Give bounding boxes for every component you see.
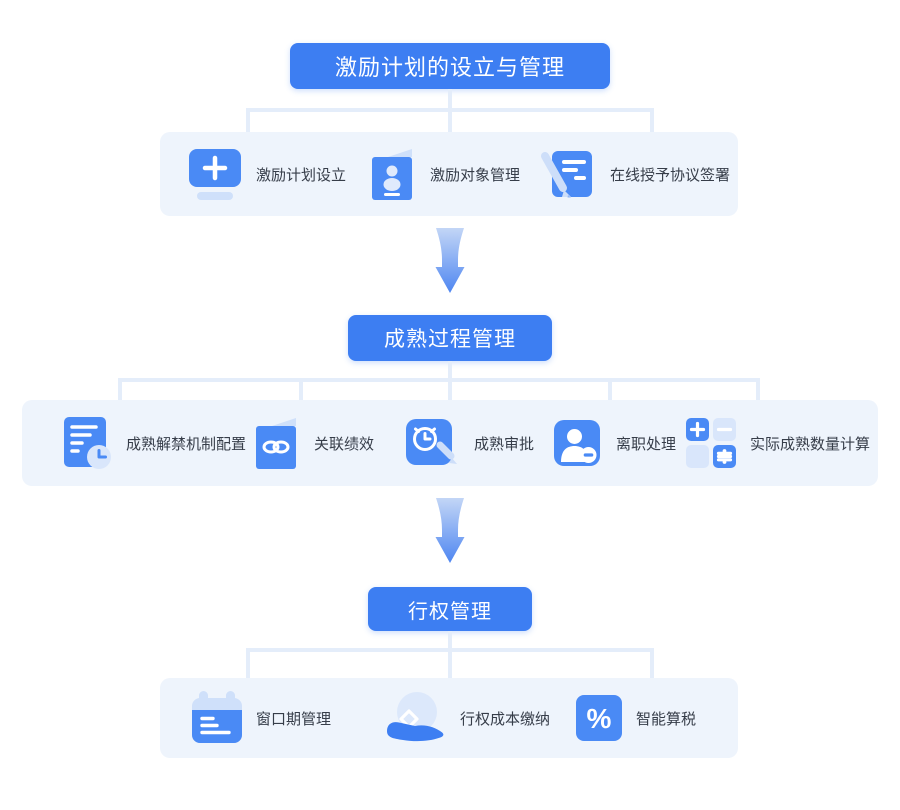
link-book-icon (252, 417, 300, 469)
svg-text:%: % (587, 703, 612, 734)
item-label: 成熟解禁机制配置 (126, 435, 247, 453)
item-vesting-approval: 成熟审批 (404, 400, 534, 486)
item-performance-link: 关联绩效 (252, 400, 374, 486)
item-label: 行权成本缴纳 (460, 710, 551, 728)
item-label: 成熟审批 (474, 435, 535, 453)
connector-drop (650, 108, 654, 134)
connector-drop (756, 378, 760, 402)
item-actual-vested-calc: 实际成熟数量计算 (686, 400, 870, 486)
clock-pen-icon (404, 417, 460, 469)
percent-icon: % (576, 695, 622, 741)
row-vesting: 成熟解禁机制配置 关联绩效 (22, 400, 878, 486)
down-arrow-icon (435, 228, 465, 293)
pen-document-icon (538, 147, 596, 201)
item-label: 窗口期管理 (256, 710, 332, 728)
connector-drop (448, 108, 452, 134)
connector-bar-2 (118, 378, 760, 382)
stage-title-plan-setup: 激励计划的设立与管理 (290, 43, 610, 89)
item-smart-tax: % 智能算税 (576, 678, 696, 758)
document-clock-icon (58, 415, 112, 471)
connector-stem-3 (448, 631, 452, 650)
connector-drop (608, 378, 612, 402)
item-label: 离职处理 (616, 435, 677, 453)
item-label: 实际成熟数量计算 (750, 435, 871, 453)
stage-title-vesting: 成熟过程管理 (348, 315, 552, 361)
item-grantee-management: 激励对象管理 (368, 132, 520, 216)
plus-screen-icon (188, 147, 242, 201)
calendar-icon (192, 691, 242, 745)
item-label: 智能算税 (636, 710, 697, 728)
coin-hand-icon (384, 689, 446, 747)
person-book-icon (368, 148, 416, 200)
connector-drop (448, 648, 452, 680)
connector-drop (246, 648, 250, 680)
item-label: 激励计划设立 (256, 166, 347, 184)
row-exercise: 窗口期管理 行权成本缴纳 % 智能算税 (160, 678, 738, 758)
item-resignation-handling: 离职处理 (552, 400, 676, 486)
connector-stem-1 (448, 89, 452, 110)
item-vesting-rule-config: 成熟解禁机制配置 (58, 400, 246, 486)
item-label: 关联绩效 (314, 435, 375, 453)
connector-drop (246, 108, 250, 134)
item-label: 在线授予协议签署 (610, 166, 731, 184)
item-window-period: 窗口期管理 (192, 678, 331, 758)
connector-stem-2 (448, 361, 452, 380)
down-arrow-icon (435, 498, 465, 563)
stage-title-text: 激励计划的设立与管理 (334, 55, 565, 80)
item-online-agreement: 在线授予协议签署 (538, 132, 730, 216)
stage-title-text: 行权管理 (408, 600, 492, 623)
person-minus-icon (552, 418, 602, 468)
item-exercise-cost-payment: 行权成本缴纳 (384, 678, 550, 758)
connector-drop (448, 378, 452, 402)
connector-drop (118, 378, 122, 402)
item-label: 激励对象管理 (430, 166, 521, 184)
item-plan-create: 激励计划设立 (188, 132, 346, 216)
connector-drop (299, 378, 303, 402)
stage-title-text: 成熟过程管理 (384, 328, 516, 351)
calculator-grid-icon (686, 418, 736, 468)
stage-title-exercise: 行权管理 (368, 587, 532, 631)
connector-drop (650, 648, 654, 680)
row-plan-setup: 激励计划设立 激励对象管理 (160, 132, 738, 216)
